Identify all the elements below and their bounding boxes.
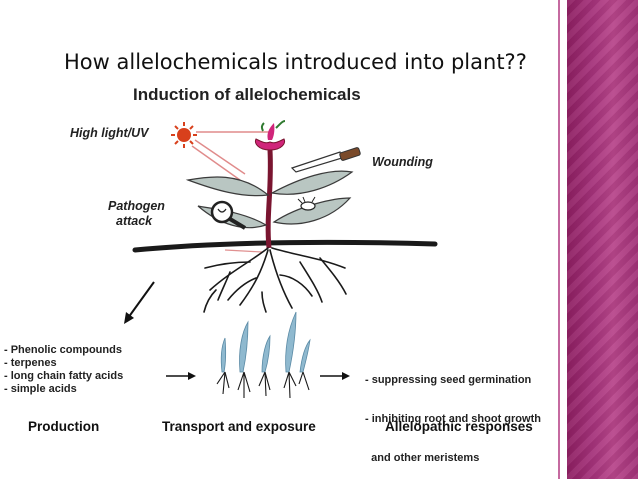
- plant-stem: [265, 149, 273, 249]
- label-high-light: High light/UV: [70, 126, 149, 140]
- flow-arrows: [166, 372, 350, 380]
- label-wounding: Wounding: [372, 155, 433, 169]
- slide-title: How allelochemicals introduced into plan…: [64, 50, 527, 74]
- plant-roots: [203, 247, 347, 313]
- light-rays: [191, 131, 270, 181]
- list-item: - long chain fatty acids: [4, 370, 124, 382]
- list-item: - Phenolic compounds: [4, 344, 122, 356]
- responses-list: - suppressing seed germination - inhibit…: [365, 348, 541, 478]
- decorative-sidebar: [567, 0, 638, 479]
- stage-production: Production: [28, 419, 100, 434]
- label-pathogen-1: Pathogen: [108, 199, 165, 213]
- insect-icon: [297, 196, 316, 211]
- magnifier-icon: [210, 200, 247, 230]
- flower-icon: [255, 120, 286, 151]
- arrow-icon: [124, 281, 155, 324]
- sidebar-divider: [558, 0, 560, 479]
- production-list: - Phenolic compounds - terpenes - long c…: [4, 344, 123, 396]
- list-item: - terpenes: [4, 357, 57, 369]
- seedlings-illustration: [216, 311, 311, 399]
- knife-icon: [290, 147, 361, 173]
- label-pathogen-2: attack: [116, 214, 153, 228]
- sun-icon: [171, 122, 197, 148]
- ground-line: [132, 239, 438, 253]
- list-item: - simple acids: [4, 383, 77, 395]
- figure-title: Induction of allelochemicals: [133, 85, 361, 104]
- list-item: - suppressing seed germination: [365, 374, 532, 386]
- stage-transport: Transport and exposure: [162, 419, 316, 434]
- list-item: - inhibiting root and shoot growth: [365, 413, 541, 425]
- plant-diagram: [124, 120, 438, 399]
- list-item: and other meristems: [365, 452, 480, 464]
- stage-responses: Allelopathic responses: [385, 419, 533, 434]
